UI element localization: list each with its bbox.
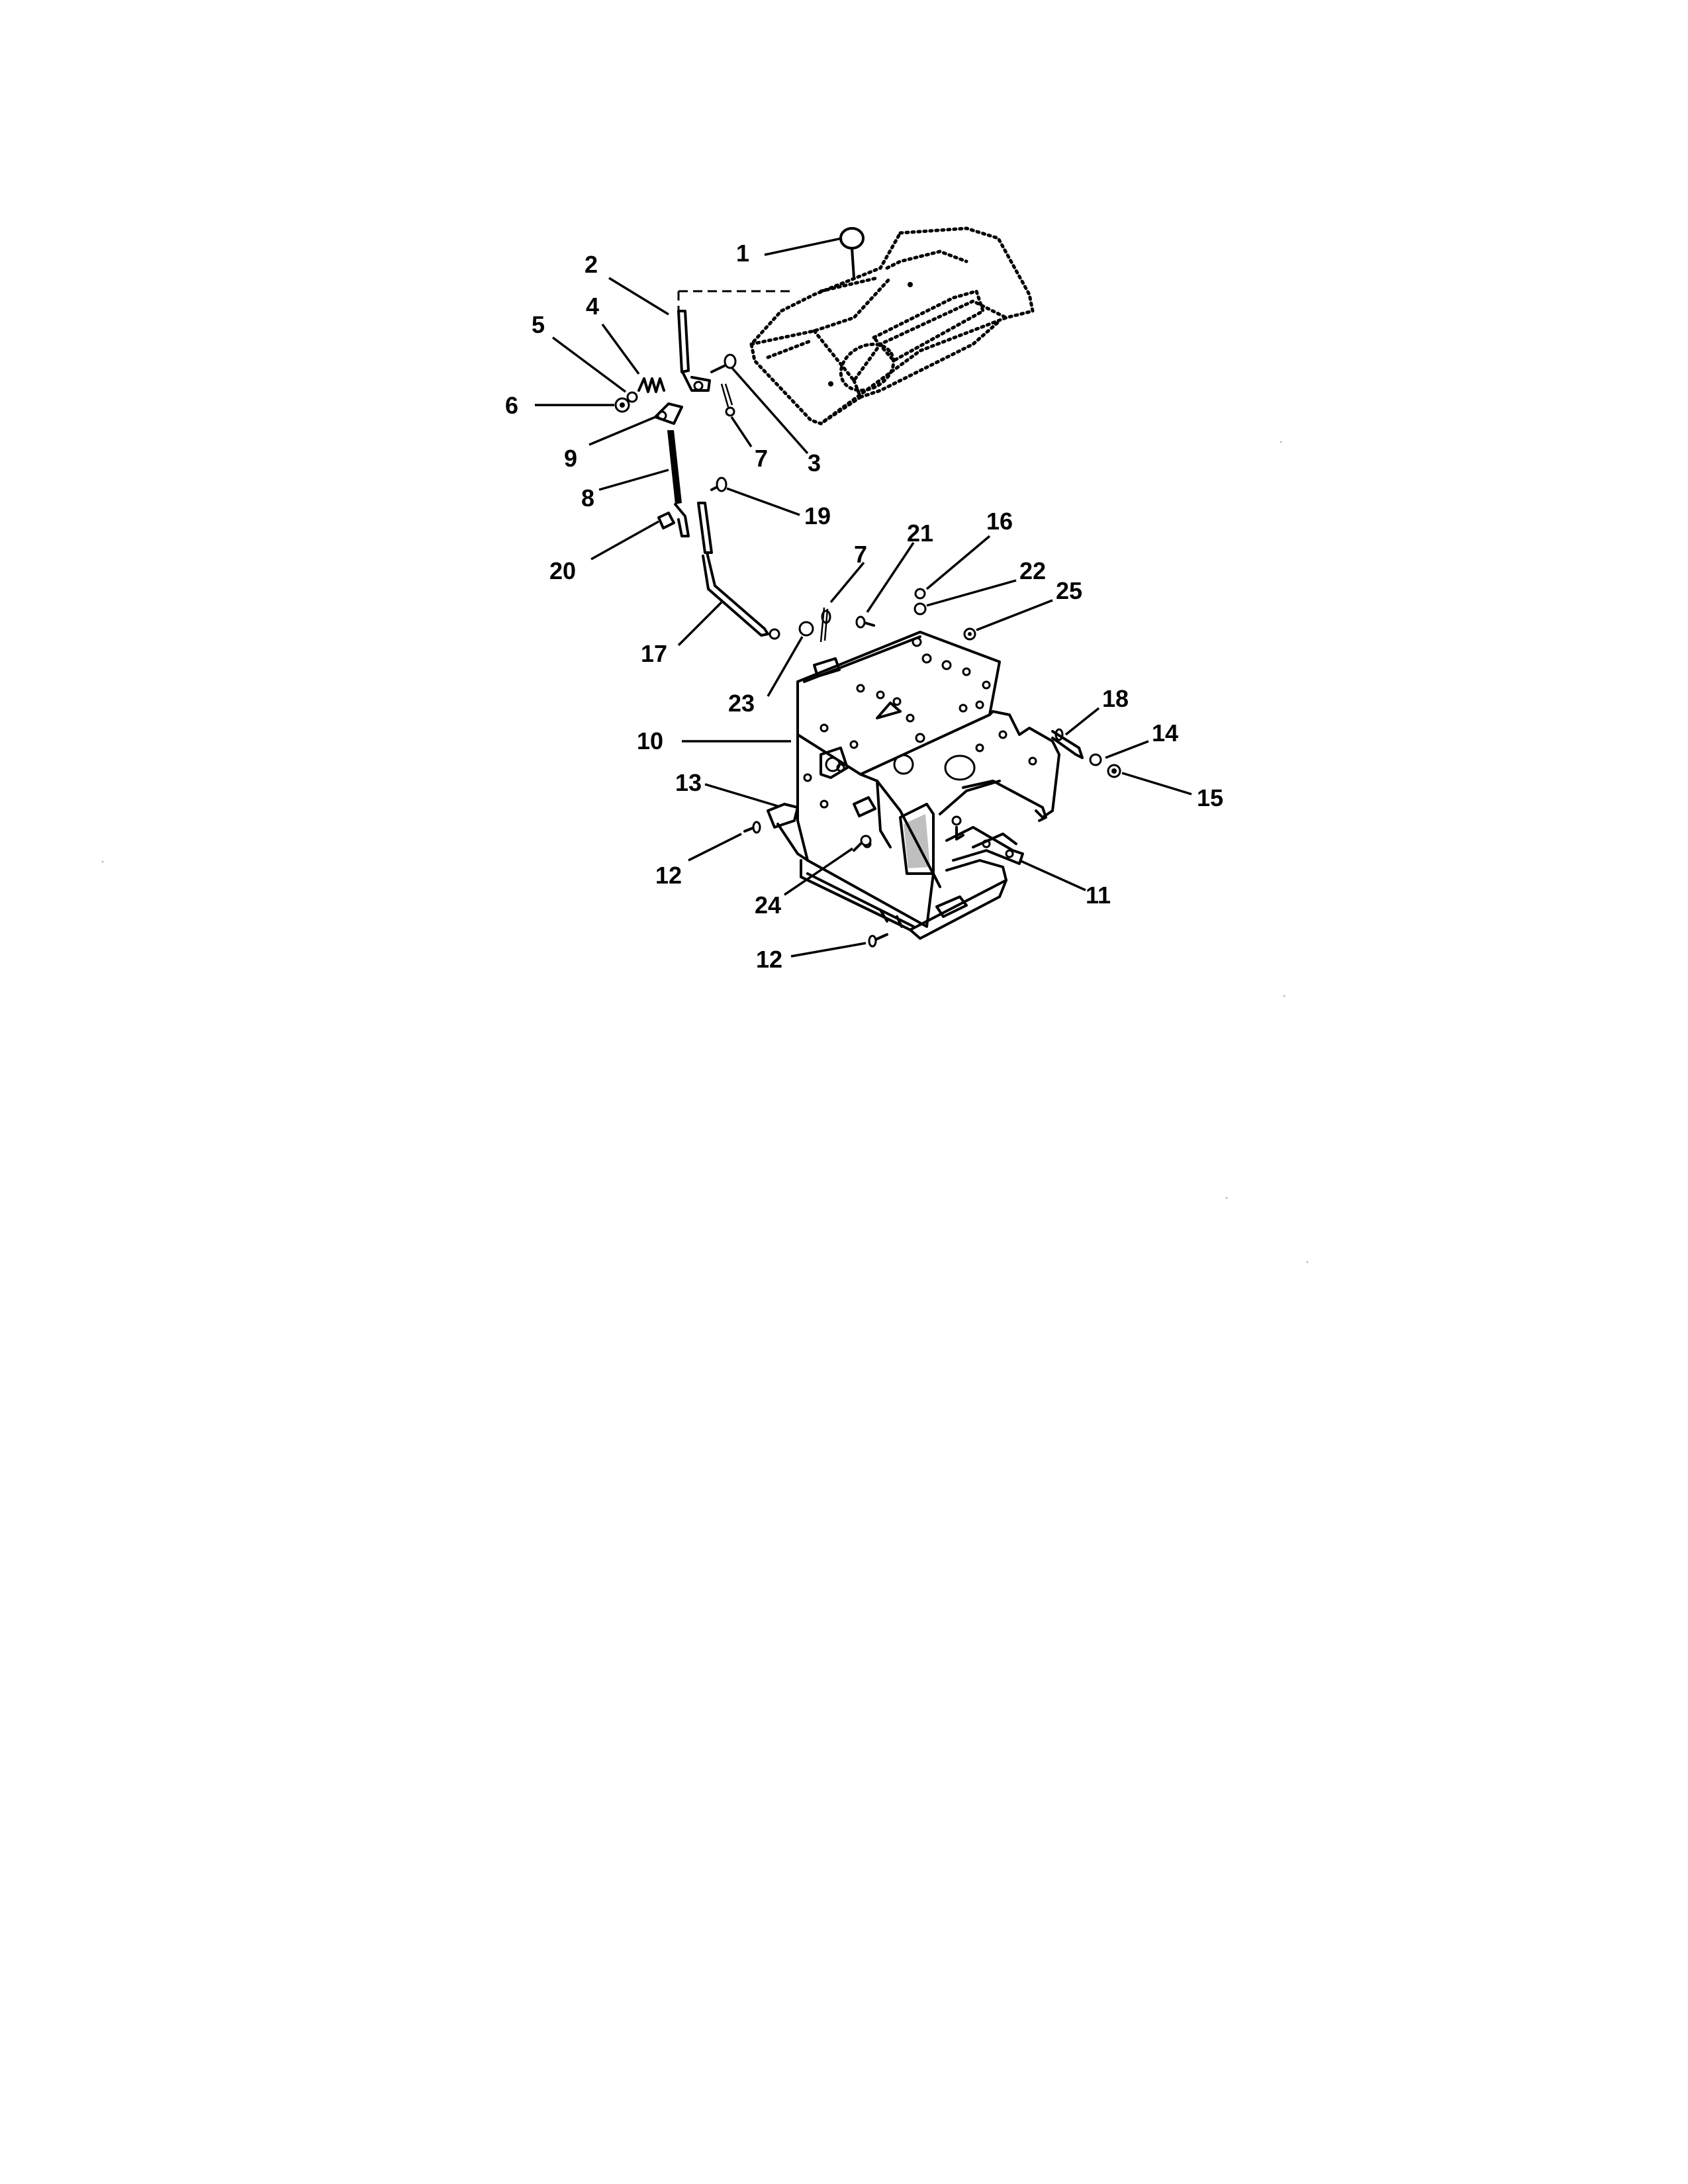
pin-part-18 xyxy=(1051,728,1084,759)
shift-lever-part-2 xyxy=(677,310,711,392)
callout-15: 15 xyxy=(1197,784,1223,811)
frame-housing-part-10 xyxy=(796,631,1060,928)
callout-22: 22 xyxy=(1019,557,1046,584)
callout-12: 12 xyxy=(655,862,682,889)
callout-24: 24 xyxy=(755,891,781,919)
callout-12-lower: 12 xyxy=(756,946,782,973)
callout-19: 19 xyxy=(804,502,831,529)
callout-1: 1 xyxy=(736,240,749,267)
callout-10: 10 xyxy=(637,727,663,754)
screw-part-12-lower xyxy=(868,933,888,948)
screw-part-12 xyxy=(743,821,761,834)
callout-8: 8 xyxy=(581,484,594,512)
bracket-part-13 xyxy=(767,803,809,862)
callout-18: 18 xyxy=(1102,685,1129,712)
callout-16: 16 xyxy=(986,508,1013,535)
callout-20: 20 xyxy=(549,557,576,584)
callout-17: 17 xyxy=(641,640,667,667)
callout-7-lower: 7 xyxy=(854,541,867,568)
base-plate-part-11 xyxy=(800,815,1024,940)
callout-25: 25 xyxy=(1056,577,1082,604)
callout-3: 3 xyxy=(808,449,821,477)
nut-part-25 xyxy=(963,627,976,641)
callout-14: 14 xyxy=(1152,719,1178,747)
callout-7: 7 xyxy=(755,445,768,472)
washer-part-22 xyxy=(914,602,927,615)
callout-13: 13 xyxy=(675,769,702,796)
washer-part-23 xyxy=(798,621,814,637)
callout-21: 21 xyxy=(907,520,933,547)
callout-11: 11 xyxy=(1086,882,1111,909)
shift-arm-part-17 xyxy=(697,502,780,640)
nut-part-16 xyxy=(914,588,926,600)
callout-6: 6 xyxy=(505,392,518,419)
knob-part-1 xyxy=(839,227,865,279)
callout-5: 5 xyxy=(532,311,545,338)
nut-part-15 xyxy=(1107,764,1121,778)
spring-part-4 xyxy=(637,377,665,393)
bolt-part-24 xyxy=(853,835,872,852)
callout-4: 4 xyxy=(586,293,599,320)
bolt-part-3 xyxy=(710,353,737,373)
callout-9: 9 xyxy=(564,445,577,472)
bolt-part-21 xyxy=(855,615,875,629)
bolt-part-19 xyxy=(710,477,727,492)
shift-rod-part-8 xyxy=(667,430,690,537)
dashboard-console xyxy=(749,226,1035,426)
scan-specks xyxy=(101,441,1309,1263)
nut-part-6 xyxy=(614,397,630,413)
callout-2: 2 xyxy=(585,251,598,278)
cotter-pin-part-7-lower xyxy=(820,607,831,643)
callout-23: 23 xyxy=(728,690,755,717)
washer-part-5 xyxy=(626,391,638,403)
leader-lines xyxy=(535,237,1192,958)
ferrule-part-9 xyxy=(654,402,683,425)
nut-part-20 xyxy=(657,512,675,529)
cotter-pin-part-7 xyxy=(720,383,735,417)
washer-part-14 xyxy=(1089,753,1102,766)
callout-labels: 1 2 3 4 5 6 7 7 8 9 10 11 12 12 13 14 15… xyxy=(505,240,1223,973)
